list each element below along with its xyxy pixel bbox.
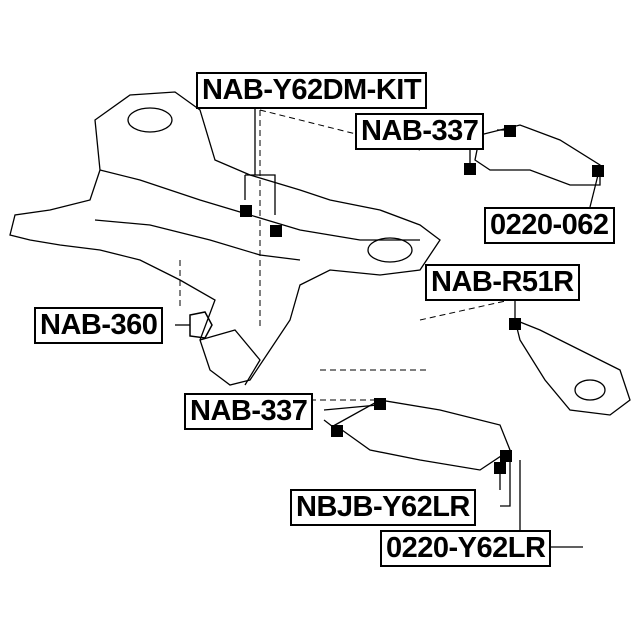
label-nab-337-bottom: NAB-337 bbox=[184, 393, 314, 430]
mount-hole bbox=[367, 237, 413, 263]
label-nab-y62dm-kit: NAB-Y62DM-KIT bbox=[196, 72, 428, 109]
label-nbjb-y62lr: NBJB-Y62LR bbox=[290, 489, 476, 526]
label-nab-337-top: NAB-337 bbox=[355, 113, 485, 150]
subframe-outline bbox=[9, 91, 441, 386]
label-0220-062: 0220-062 bbox=[484, 207, 615, 244]
bushing-markers bbox=[240, 125, 604, 474]
label-0220-y62lr: 0220-Y62LR bbox=[380, 530, 552, 567]
lower-link bbox=[333, 399, 511, 471]
nab360-bushing bbox=[189, 311, 213, 339]
lower-arm bbox=[514, 318, 631, 416]
label-nab-r51r: NAB-R51R bbox=[425, 264, 580, 301]
label-nab-360: NAB-360 bbox=[34, 307, 164, 344]
upper-arm bbox=[474, 124, 601, 186]
mount-hole bbox=[127, 107, 173, 133]
